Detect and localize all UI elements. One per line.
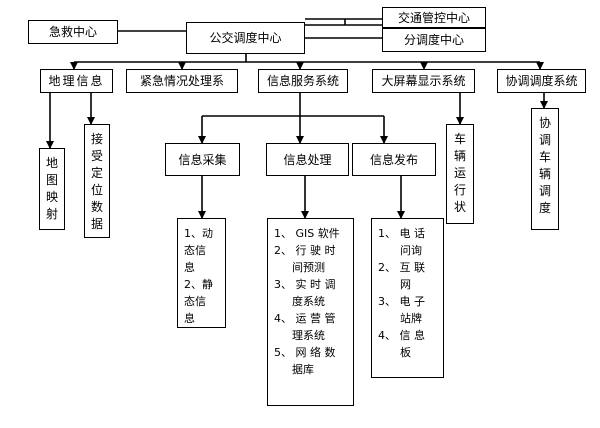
coordinate-vehicle-box: 协 调 车 辆 调 度 [531, 108, 559, 230]
map-char: 射 [45, 207, 58, 221]
process-list-line: 4、 运 营 管 [274, 312, 336, 325]
emergency-center-label: 急救中心 [48, 25, 97, 39]
info-collect-label: 信息采集 [178, 152, 227, 167]
process-list-line: 1、 GIS 软件 [274, 227, 340, 240]
coordinate-char: 协 [538, 116, 551, 130]
coordination-label: 协调调度系统 [505, 74, 578, 88]
coordinate-char: 度 [538, 201, 551, 215]
vehicle-status-char: 行 [453, 183, 466, 197]
coordinate-char: 辆 [538, 167, 551, 181]
emergency-system-label: 紧急情况处理系 [139, 74, 224, 88]
receive-char: 数 [90, 200, 103, 214]
publish-list-line: 板 [400, 346, 411, 359]
process-list-line: 理系统 [292, 329, 325, 342]
vehicle-status-char: 运 [453, 166, 466, 180]
publish-list-line: 2、 互 联 [378, 261, 425, 274]
emergency-center-box: 急救中心 [28, 20, 118, 44]
collect-list-line: 态信 [184, 244, 206, 257]
process-list-line: 间预测 [292, 261, 325, 274]
process-list-line: 2、 行 驶 时 [274, 244, 336, 257]
vehicle-status-char: 辆 [453, 149, 466, 163]
info-service-label: 信息服务系统 [266, 74, 339, 88]
emergency-system-box: 紧急情况处理系 [126, 69, 238, 93]
vehicle-status-char: 状 [453, 200, 466, 214]
collect-list-line: 态信 [184, 295, 206, 308]
geo-info-box: 地理信息 [40, 69, 113, 93]
bus-dispatch-center-box: 公交调度中心 [186, 22, 305, 54]
sub-dispatch-center-box: 分调度中心 [382, 28, 486, 52]
vehicle-status-char: 车 [453, 132, 466, 146]
info-publish-box: 信息发布 [352, 143, 436, 176]
receive-char: 受 [90, 149, 103, 163]
receive-char: 接 [90, 132, 103, 146]
receive-char: 定 [90, 166, 103, 180]
map-char: 地 [45, 156, 58, 170]
process-list-line: 据库 [292, 363, 314, 376]
coordination-box: 协调调度系统 [497, 69, 586, 93]
process-list-box: 1、 GIS 软件 2、 行 驶 时 间预测 3、 实 时 调 度系统 4、 运… [267, 218, 354, 406]
process-list-line: 5、 网 络 数 [274, 346, 336, 359]
map-char: 映 [45, 190, 58, 204]
traffic-control-center-label: 交通管控中心 [397, 10, 470, 25]
info-service-box: 信息服务系统 [258, 69, 348, 93]
collect-list-box: 1、动 态信 息 2、静 态信 息 [177, 218, 226, 328]
vehicle-status-box: 车 辆 运 行 状 [446, 124, 474, 224]
info-process-label: 信息处理 [283, 152, 332, 167]
map-mapping-box: 地 图 映 射 [39, 148, 65, 230]
geo-info-label: 地理信息 [48, 74, 105, 88]
publish-list-line: 网 [400, 278, 411, 291]
info-process-box: 信息处理 [266, 143, 349, 176]
coordinate-char: 车 [538, 150, 551, 164]
coordinate-char: 调 [538, 133, 551, 147]
collect-list-line: 息 [184, 261, 195, 274]
publish-list-line: 3、 电 子 [378, 295, 425, 308]
sub-dispatch-center-label: 分调度中心 [403, 33, 464, 47]
coordinate-char: 调 [538, 184, 551, 198]
collect-list-line: 2、静 [184, 278, 213, 291]
publish-list-box: 1、 电 话 问询 2、 互 联 网 3、 电 子 站牌 4、 信 息 板 [371, 218, 444, 378]
receive-position-box: 接 受 定 位 数 据 [84, 124, 110, 238]
process-list-line: 度系统 [292, 295, 325, 308]
big-screen-box: 大屏幕显示系统 [372, 69, 475, 93]
info-collect-box: 信息采集 [165, 143, 240, 176]
bus-dispatch-center-label: 公交调度中心 [209, 31, 282, 45]
publish-list-line: 4、 信 息 [378, 329, 425, 342]
big-screen-label: 大屏幕显示系统 [381, 74, 466, 88]
traffic-control-center-box: 交通管控中心 [382, 7, 486, 28]
info-publish-label: 信息发布 [369, 152, 418, 167]
receive-char: 据 [90, 217, 103, 231]
collect-list-line: 1、动 [184, 227, 213, 240]
publish-list-line: 问询 [400, 244, 422, 257]
receive-char: 位 [90, 183, 103, 197]
publish-list-line: 站牌 [400, 312, 422, 325]
publish-list-line: 1、 电 话 [378, 227, 425, 240]
map-char: 图 [45, 173, 58, 187]
process-list-line: 3、 实 时 调 [274, 278, 336, 291]
collect-list-line: 息 [184, 312, 195, 325]
